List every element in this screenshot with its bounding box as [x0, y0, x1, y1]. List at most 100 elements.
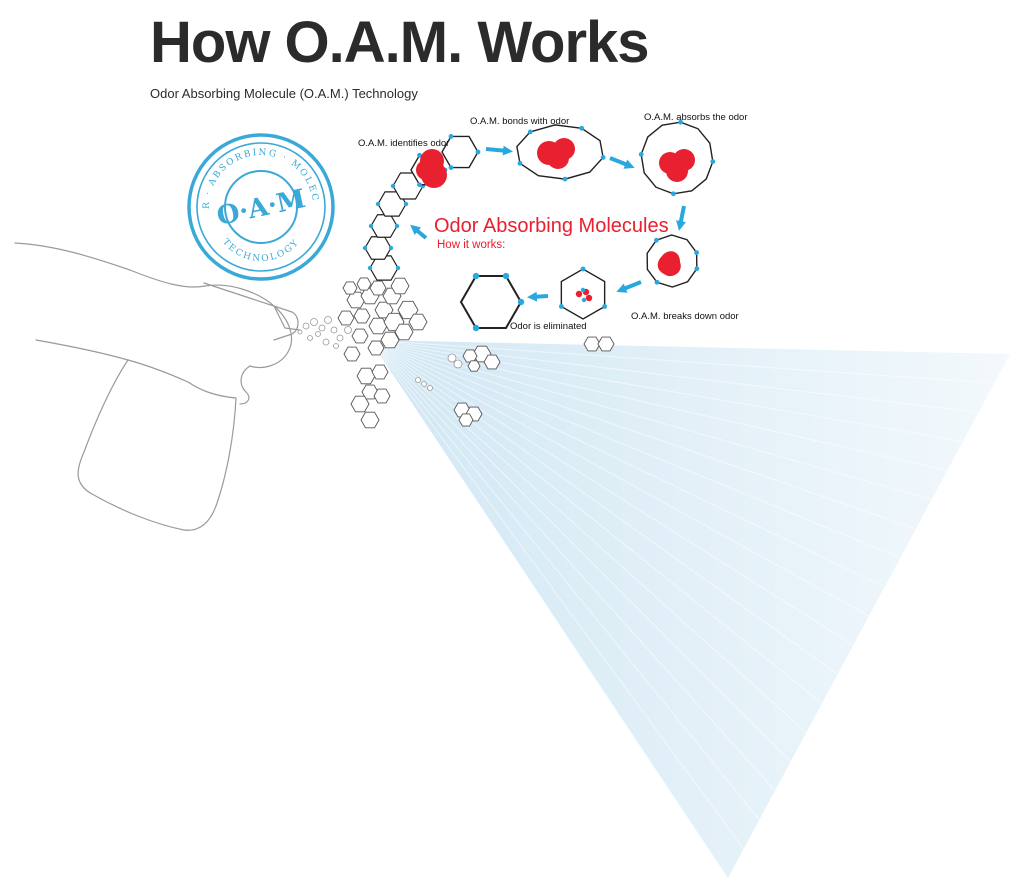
- bond-node: [602, 304, 608, 309]
- spray-cone: [370, 340, 1010, 878]
- molecule-hexagon: [368, 317, 388, 335]
- bond-node: [403, 201, 409, 207]
- step-broken-molecule: [558, 266, 608, 320]
- bond-node: [517, 298, 525, 306]
- spray-droplet: [415, 377, 421, 383]
- step-label-absorbs: O.A.M. absorbs the odor: [644, 112, 748, 123]
- arrow-icon: [609, 156, 635, 169]
- bond-node: [694, 266, 700, 272]
- spray-droplet: [318, 324, 326, 332]
- step-odor-eliminated: [459, 272, 525, 332]
- molecule-hexagon: [390, 277, 410, 295]
- bond-node: [580, 266, 586, 272]
- step-identifies-odor: [410, 134, 481, 188]
- molecule-hexagon: [467, 360, 481, 372]
- bond-node: [654, 237, 659, 243]
- bond-node: [388, 245, 394, 251]
- spray-droplet: [315, 331, 321, 337]
- process-arrows: [410, 145, 686, 302]
- spray-texture: [369, 339, 995, 850]
- spray-line: [369, 339, 745, 850]
- odor-particle: [585, 294, 593, 302]
- bond-node: [600, 155, 606, 160]
- spray-droplet: [427, 385, 433, 391]
- molecule-hexagon: [353, 308, 371, 324]
- spray-line: [369, 339, 776, 792]
- bond-node: [390, 183, 396, 189]
- spray-line: [369, 339, 917, 530]
- step-bonds-with-odor: [516, 124, 606, 182]
- spray-line: [369, 339, 885, 588]
- arrow-icon: [485, 145, 513, 156]
- bond-node: [394, 223, 400, 229]
- spray-droplet: [324, 316, 332, 324]
- bond-node: [368, 223, 374, 229]
- odor-blob: [657, 251, 681, 277]
- arrow-icon: [410, 224, 428, 240]
- bond-node: [395, 265, 401, 271]
- spray-droplet: [322, 338, 330, 346]
- spray-line: [369, 339, 995, 384]
- molecule-hexagon: [394, 323, 414, 341]
- spray-line: [369, 339, 932, 501]
- page-title: How O.A.M. Works: [150, 10, 650, 75]
- spray-line: [369, 339, 823, 704]
- oam-particle: [581, 297, 587, 303]
- bond-node: [678, 119, 683, 125]
- molecule-hexagon: [343, 346, 361, 362]
- molecule-hexagon: [483, 354, 501, 370]
- bond-node: [448, 134, 454, 139]
- molecule-hexagon: [346, 291, 366, 309]
- spray-line: [369, 339, 870, 617]
- spray-droplet: [447, 353, 457, 363]
- page-subtitle: Odor Absorbing Molecule (O.A.M.) Technol…: [150, 86, 418, 101]
- bond-node: [562, 176, 568, 182]
- spray-droplet: [297, 329, 303, 335]
- step-label-breaks-down: O.A.M. breaks down odor: [631, 311, 739, 322]
- bond-node: [472, 272, 480, 280]
- molecule-hexagon: [356, 277, 372, 291]
- spray-molecules: [297, 316, 463, 391]
- molecule-hexagon: [350, 395, 370, 413]
- spray-droplet: [310, 318, 318, 326]
- seal-bottom-text: TECHNOLOGY: [220, 237, 302, 264]
- spray-line: [369, 339, 901, 559]
- bond-node: [671, 191, 676, 197]
- spray-droplet: [344, 326, 352, 334]
- spray-line: [369, 339, 792, 762]
- bond-node: [558, 304, 564, 309]
- spray-droplet: [307, 335, 313, 341]
- odor-blob: [416, 160, 436, 180]
- bond-node: [694, 250, 700, 256]
- bond-node: [472, 324, 480, 332]
- molecule-hexagon: [462, 349, 478, 363]
- molecule-chain: [337, 172, 615, 429]
- bond-node: [475, 149, 481, 155]
- spray-droplet: [336, 334, 344, 342]
- bond-node: [638, 152, 644, 157]
- molecule-hexagon: [337, 310, 355, 326]
- bond-node: [448, 165, 454, 170]
- oam-seal: ODOR · ABSORBING · MOLECULES TECHNOLOGY …: [187, 133, 335, 281]
- spray-droplet: [421, 381, 427, 387]
- bond-node: [654, 279, 660, 285]
- bond-node: [362, 245, 368, 251]
- odor-blob: [547, 147, 569, 169]
- bond-node: [417, 182, 422, 188]
- step-breaks-down-odor: [646, 234, 700, 288]
- spray-line: [369, 339, 807, 733]
- bond-node: [579, 125, 585, 131]
- molecule-hexagon: [370, 214, 398, 238]
- odor-particle: [575, 290, 583, 298]
- molecule-hexagon: [360, 411, 380, 429]
- hand-with-bottle-outline: [14, 242, 301, 531]
- molecule-hexagon: [373, 388, 391, 404]
- spray-droplet: [330, 326, 338, 334]
- molecule-hexagon: [369, 280, 387, 296]
- arrow-icon: [616, 280, 642, 293]
- molecule-hexagon: [342, 281, 358, 295]
- molecule-hexagon: [380, 331, 400, 349]
- diagram-subheadline: How it works:: [437, 239, 505, 251]
- bond-node: [517, 160, 523, 166]
- bond-node: [417, 152, 422, 158]
